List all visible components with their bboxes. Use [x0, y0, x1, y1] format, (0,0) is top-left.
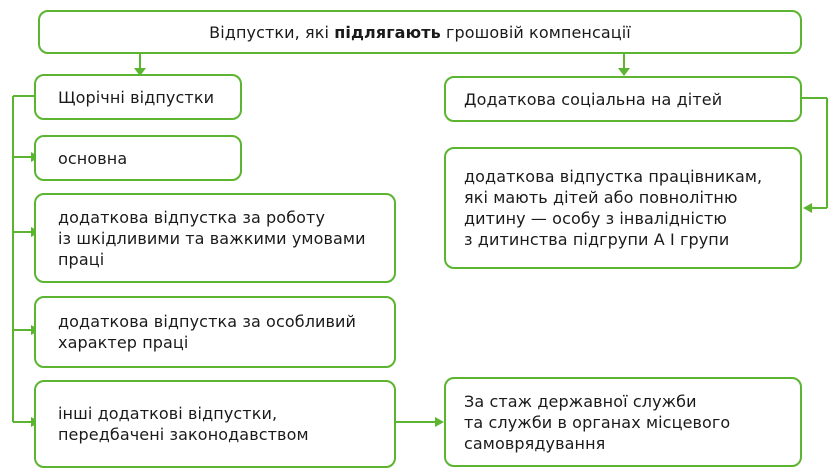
title-text: Відпустки, які підлягають грошовій компе… — [209, 22, 631, 43]
left-item-special: додаткова відпустка за особливий характе… — [34, 296, 396, 368]
left-item-basic-text: основна — [58, 148, 128, 168]
right-item-service: За стаж державної служби та служби в орг… — [444, 377, 802, 467]
title-prefix: Відпустки, які — [209, 22, 335, 42]
right-header-text: Додаткова соціальна на дітей — [464, 89, 723, 109]
title-bold: підлягають — [334, 22, 441, 42]
title-box: Відпустки, які підлягають грошовій компе… — [38, 10, 802, 54]
left-item-special-text: додаткова відпустка за особливий характе… — [58, 312, 357, 352]
right-header-box: Додаткова соціальна на дітей — [444, 76, 802, 122]
left-item-harmful-text: додаткова відпустка за роботу із шкідлив… — [58, 207, 366, 269]
left-header-text: Щорічні відпустки — [58, 87, 215, 107]
title-suffix: грошовій компенсації — [440, 22, 631, 42]
left-header-box: Щорічні відпустки — [34, 74, 242, 120]
arrow-down-right — [618, 68, 630, 76]
right-item-children: додаткова відпустка працівникам, які маю… — [444, 147, 802, 269]
arrow-right-bottom — [435, 417, 444, 427]
left-item-other: інші додаткові відпустки, передбачені за… — [34, 380, 396, 468]
left-item-other-text: інші додаткові відпустки, передбачені за… — [58, 404, 309, 444]
left-item-harmful: додаткова відпустка за роботу із шкідлив… — [34, 193, 396, 283]
left-item-basic: основна — [34, 135, 242, 181]
right-item-children-text: додаткова відпустка працівникам, які маю… — [464, 167, 763, 249]
arrow-left-right-item — [803, 203, 812, 213]
right-item-service-text: За стаж державної служби та служби в орг… — [464, 391, 731, 453]
